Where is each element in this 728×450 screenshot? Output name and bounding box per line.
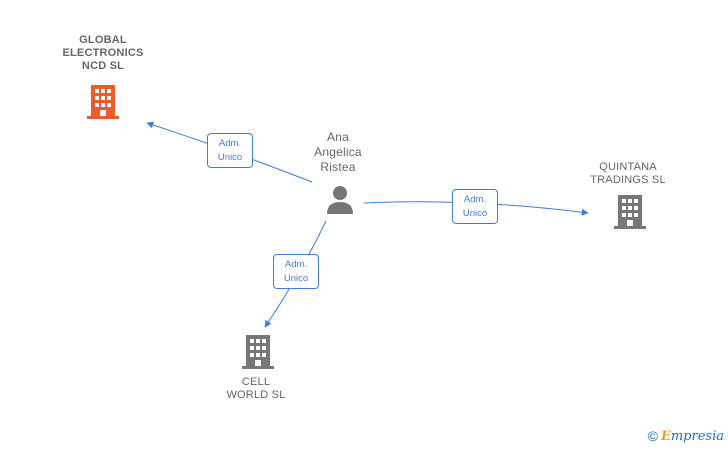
brand-logo[interactable]: Empresia — [660, 428, 724, 444]
edge-label-global-electronics[interactable]: Adm. Unico — [207, 133, 253, 168]
building-icon[interactable] — [614, 194, 646, 230]
node-label-person: Ana Angelica Ristea — [314, 130, 362, 174]
footer-brand: © Empresia — [648, 428, 724, 444]
node-label-cell-world: CELL WORLD SL — [226, 376, 286, 401]
edge-label-quintana[interactable]: Adm. Unico — [452, 189, 498, 224]
edge-label-cell-world[interactable]: Adm. Unico — [273, 254, 319, 289]
building-icon[interactable] — [242, 334, 274, 370]
node-label-quintana: QUINTANA TRADINGS SL — [590, 161, 666, 186]
node-label-global-electronics: GLOBAL ELECTRONICS NCD SL — [62, 34, 144, 72]
building-icon[interactable] — [87, 84, 119, 120]
copyright-icon: © — [647, 428, 658, 444]
person-icon[interactable] — [325, 185, 355, 215]
